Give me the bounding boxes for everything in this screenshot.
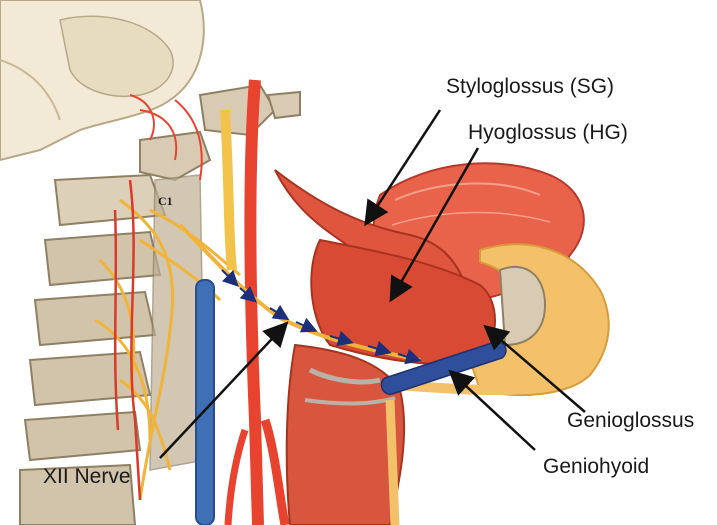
label-geniohyoid: Geniohyoid <box>543 456 649 477</box>
label-c1: C1 <box>158 195 173 207</box>
infrahyoid-muscles <box>287 345 404 525</box>
label-styloglossus: Styloglossus (SG) <box>446 76 614 97</box>
vagus-nerve <box>225 110 232 270</box>
label-hyoglossus: Hyoglossus (HG) <box>468 122 628 143</box>
label-xii-nerve: XII Nerve <box>43 466 131 487</box>
label-genioglossus: Genioglossus <box>567 410 694 431</box>
